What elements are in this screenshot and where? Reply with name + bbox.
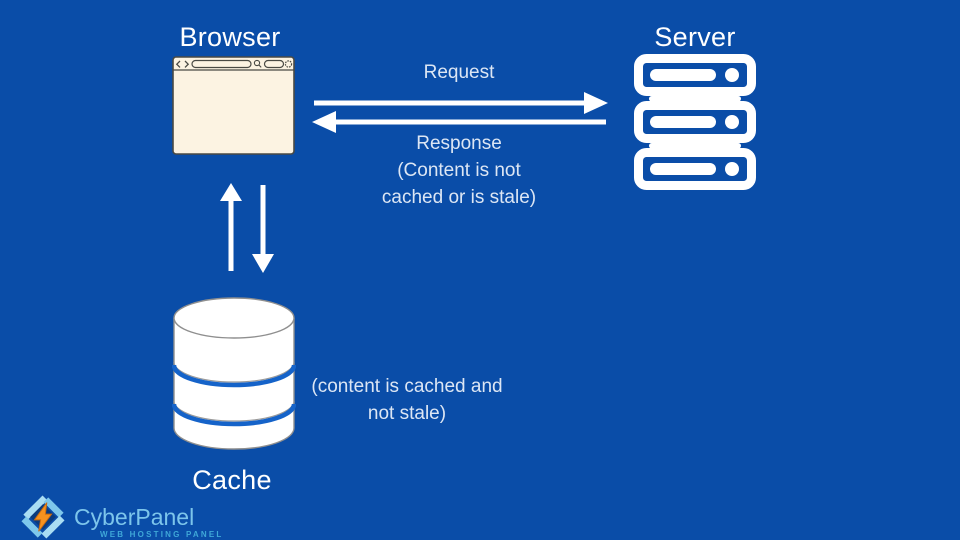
back-arrow-icon: [175, 60, 181, 68]
address-bar-shape: [191, 59, 252, 69]
response-line-2: (Content is not: [397, 160, 521, 181]
server-stack-icon: [634, 54, 756, 190]
search-icon: [253, 59, 261, 67]
request-flow-label: Request: [423, 62, 495, 83]
response-arrow-icon: [312, 111, 606, 133]
cache-note-line-2: not stale): [367, 403, 447, 424]
brand-logo: CyberPanel WEB HOSTING PANEL: [20, 494, 223, 540]
cyberpanel-diamond-icon: [21, 495, 65, 539]
brand-tagline: WEB HOSTING PANEL: [100, 529, 224, 539]
response-line-3: cached or is stale): [381, 187, 537, 208]
server-node-label: Server: [654, 22, 736, 52]
forward-arrow-icon: [184, 60, 190, 68]
brand-name: CyberPanel: [74, 503, 195, 530]
response-flow-label: Response (Content is not cached or is st…: [334, 130, 584, 211]
brand-text: CyberPanel WEB HOSTING PANEL: [74, 496, 223, 539]
response-line-1: Response: [416, 133, 502, 154]
cache-note-line-1: (content is cached and: [311, 376, 503, 397]
cache-node-label: Cache: [192, 465, 272, 495]
up-arrowhead: [220, 183, 242, 201]
cache-hit-note: (content is cached and not stale): [292, 373, 522, 427]
browser-window-icon: [172, 56, 295, 155]
cache-database-icon: [172, 297, 296, 450]
secondary-bar-shape: [263, 59, 285, 69]
lightning-bolt-icon: [33, 502, 53, 532]
gear-icon: [284, 60, 293, 68]
browser-node-label: Browser: [179, 22, 281, 52]
request-arrow-icon: [314, 92, 608, 114]
down-arrowhead: [252, 254, 274, 273]
browser-cache-arrows-icon: [220, 183, 274, 273]
